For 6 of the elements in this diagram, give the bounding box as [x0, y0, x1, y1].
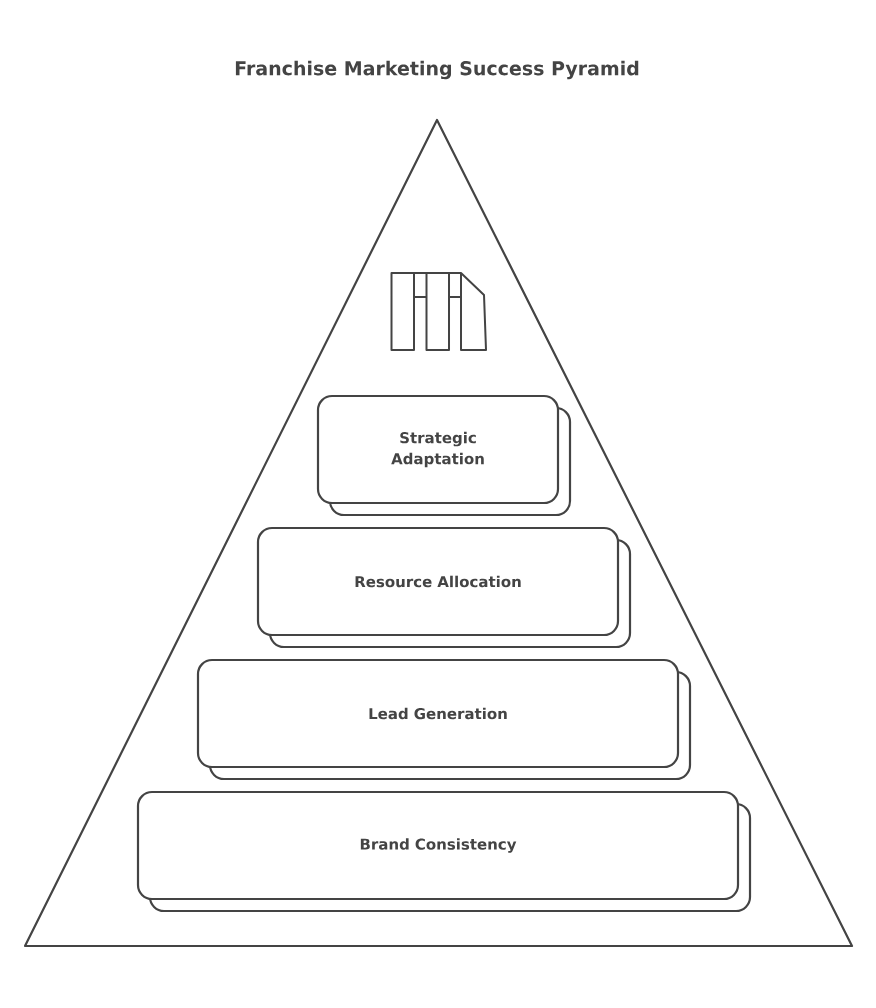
stacked-box: Strategic Adaptation [316, 394, 572, 517]
stacked-box: Lead Generation [196, 658, 692, 781]
stacked-box: Brand Consistency [136, 790, 752, 913]
pyramid-triangle [23, 118, 854, 948]
title: Franchise Marketing Success Pyramid [235, 60, 639, 80]
stacked-box: Resource Allocation [256, 526, 632, 649]
